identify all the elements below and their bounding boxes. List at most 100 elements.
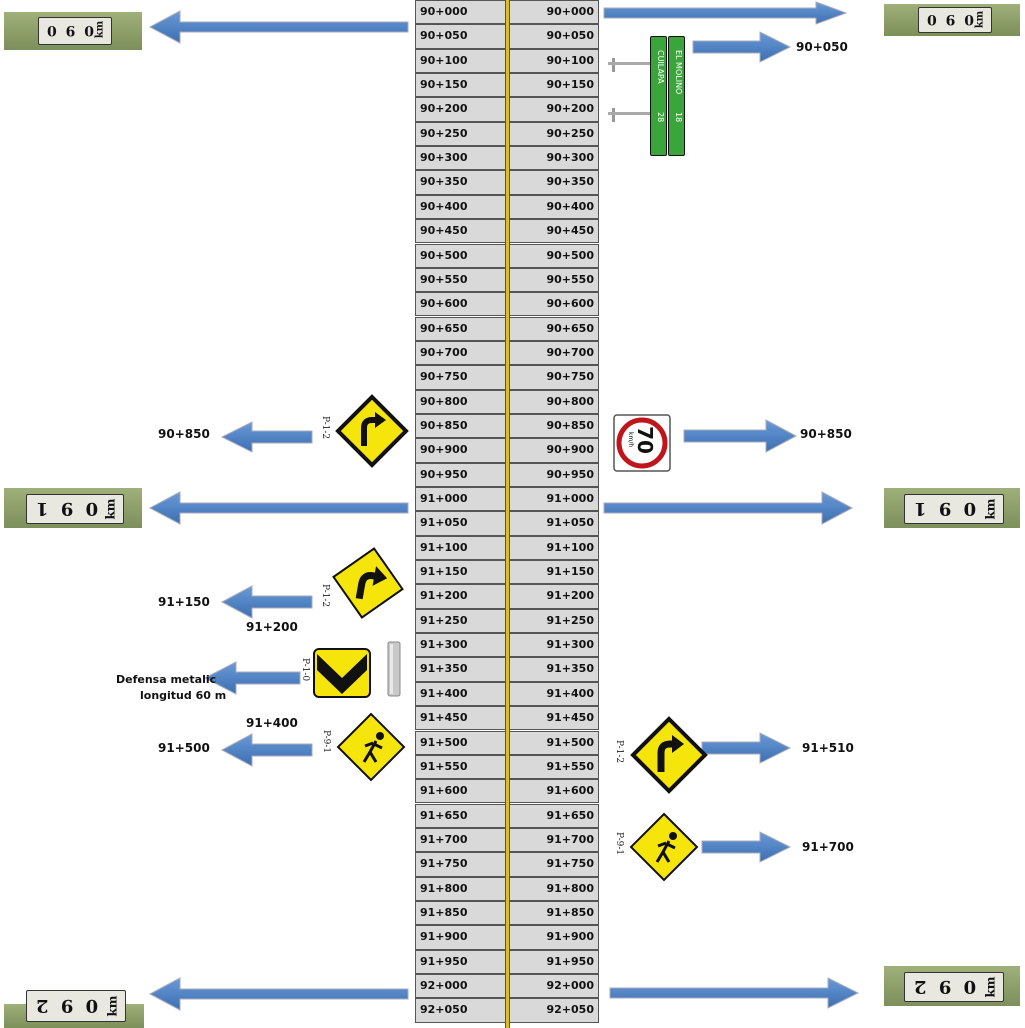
label-defensa-line1: Defensa metalic xyxy=(116,673,217,686)
station-right: 90+200 xyxy=(507,97,599,122)
station-left: 90+400 xyxy=(415,194,507,220)
station-left: 91+950 xyxy=(415,949,507,974)
station-right: 90+750 xyxy=(507,365,599,390)
station-right: 90+950 xyxy=(507,462,599,487)
km-label: km xyxy=(103,498,118,520)
station-left: 91+900 xyxy=(415,925,507,950)
km-digits: 0 9 1 xyxy=(33,498,99,519)
station-right: 90+300 xyxy=(507,146,599,171)
code-chevron: P-1-0 xyxy=(300,658,310,682)
station-left: 90+750 xyxy=(415,365,507,390)
arrow-left-91150 xyxy=(220,585,313,619)
station-right: 91+850 xyxy=(507,900,599,926)
arrow-right-91700 xyxy=(701,831,792,863)
km-marker-top-right: 0 9 0 km xyxy=(884,4,1020,36)
station-right: 90+650 xyxy=(507,316,599,341)
station-left: 91+100 xyxy=(415,535,507,560)
station-left: 90+250 xyxy=(415,121,507,147)
station-left: 90+600 xyxy=(415,292,507,317)
speed-limit-sign xyxy=(613,414,671,472)
station-right: 91+900 xyxy=(507,925,599,950)
station-right: 91+800 xyxy=(507,876,599,901)
station-right: 91+050 xyxy=(507,511,599,536)
station-left: 90+900 xyxy=(415,438,507,463)
guide-sign-destination-1: EL MOLINO xyxy=(674,50,683,95)
label-defensa-line2: longitud 60 m xyxy=(140,689,227,702)
speed-limit-value: 70 xyxy=(633,426,657,454)
km-label: km xyxy=(983,498,998,520)
km-digits: 0 9 0 xyxy=(45,22,94,38)
station-left: 91+200 xyxy=(415,584,507,609)
station-right: 91+600 xyxy=(507,779,599,804)
km-label: km xyxy=(105,995,120,1017)
guide-sign-distance-1: 18 xyxy=(674,112,683,123)
code-left-curve-2: P-1-2 xyxy=(320,584,330,608)
km-marker-bottom-right: 0 9 2 km xyxy=(884,966,1020,1006)
arrow-left-91500 xyxy=(220,733,313,767)
label-90850-left: 90+850 xyxy=(158,427,210,441)
station-right: 90+500 xyxy=(507,243,599,268)
station-left: 91+500 xyxy=(415,730,507,755)
station-left: 91+150 xyxy=(415,560,507,585)
station-right: 91+250 xyxy=(507,608,599,634)
km-label: km xyxy=(983,976,998,998)
arrow-right-91510 xyxy=(701,732,792,764)
label-91150-left: 91+150 xyxy=(158,595,210,609)
arrow-left-90850 xyxy=(220,421,313,453)
station-left: 91+650 xyxy=(415,803,507,828)
station-left: 90+650 xyxy=(415,316,507,341)
station-right: 90+600 xyxy=(507,292,599,317)
station-right: 90+900 xyxy=(507,438,599,463)
pedestrian-warning-sign-right xyxy=(629,812,699,882)
station-right: 91+500 xyxy=(507,730,599,755)
guide-sign-panel-2 xyxy=(650,36,667,156)
station-left: 90+200 xyxy=(415,97,507,122)
arrow-right-90000 xyxy=(603,1,848,25)
curve-warning-sign-left-2 xyxy=(332,547,404,619)
guardrail-post-icon xyxy=(387,641,401,697)
station-right: 90+450 xyxy=(507,219,599,244)
station-right: 90+700 xyxy=(507,340,599,366)
station-right: 91+650 xyxy=(507,803,599,828)
station-left: 90+100 xyxy=(415,48,507,73)
km-marker-mid-right: 0 9 1 km xyxy=(884,488,1020,528)
station-right: 90+850 xyxy=(507,413,599,439)
station-left: 90+550 xyxy=(415,267,507,293)
label-91200-left: 91+200 xyxy=(246,620,298,634)
station-left: 90+950 xyxy=(415,462,507,487)
arrow-left-defensa xyxy=(203,661,301,695)
station-right: 90+350 xyxy=(507,170,599,195)
arrow-left-92000 xyxy=(148,977,409,1011)
road-centerline xyxy=(506,0,509,1028)
km-marker-mid-left: 0 9 1 km xyxy=(4,488,142,528)
code-right-ped: P-9-1 xyxy=(614,832,624,856)
arrow-right-90050 xyxy=(692,31,792,63)
station-left: 91+250 xyxy=(415,608,507,634)
station-right: 91+400 xyxy=(507,681,599,707)
label-90850-right: 90+850 xyxy=(800,427,852,441)
station-left: 90+850 xyxy=(415,413,507,439)
station-right: 91+000 xyxy=(507,487,599,512)
km-digits: 0 9 2 xyxy=(911,976,977,997)
guide-sign-destination-2: CUILAPA xyxy=(656,50,665,84)
station-right: 90+100 xyxy=(507,48,599,73)
label-91510-right: 91+510 xyxy=(802,741,854,755)
code-right-curve: P-1-2 xyxy=(614,740,624,764)
